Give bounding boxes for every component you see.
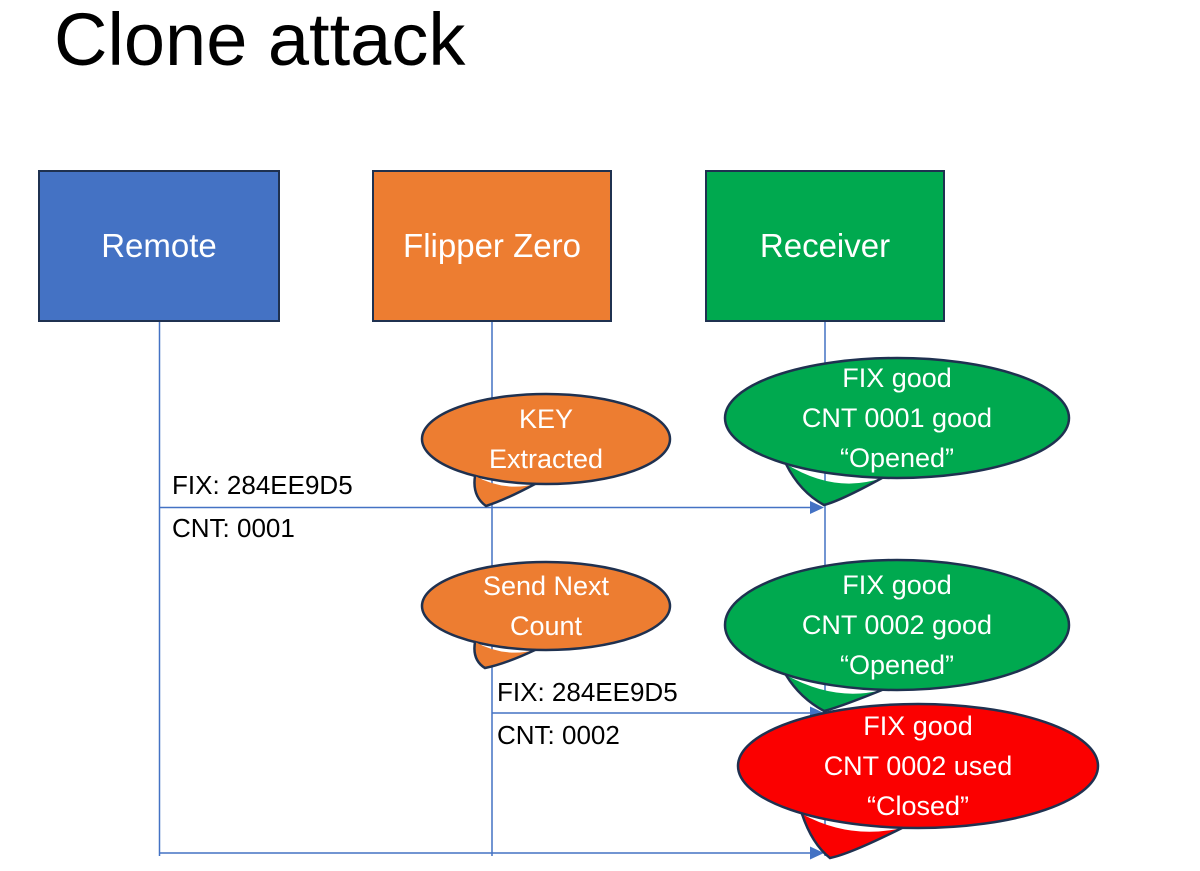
callout-shape-send-next-count xyxy=(420,560,672,670)
callout-bubble xyxy=(723,558,1071,692)
message-2-cnt-label: CNT: 0002 xyxy=(497,720,620,750)
callout-shape-closed xyxy=(736,702,1100,860)
callout-tail-edge xyxy=(473,640,537,670)
callout-tail xyxy=(474,642,535,668)
message-2-fix-label: FIX: 284EE9D5 xyxy=(497,677,678,707)
message-1-fix-label: FIX: 284EE9D5 xyxy=(172,470,353,500)
callout-bubble xyxy=(736,702,1100,830)
callout-tail xyxy=(474,476,535,506)
callout-bubble xyxy=(420,560,672,652)
actor-box-flipper-zero: Flipper Zero xyxy=(372,170,612,322)
callout-bubble xyxy=(420,392,672,486)
callout-shape-opened-1 xyxy=(723,356,1071,507)
actor-box-remote: Remote xyxy=(38,170,280,322)
message-arrow-2 xyxy=(492,706,824,720)
callout-tail xyxy=(786,675,882,711)
callout-tail-edge xyxy=(800,812,904,860)
callout-tail xyxy=(802,814,902,858)
message-1-cnt-label: CNT: 0001 xyxy=(172,513,295,543)
callout-shape-opened-2 xyxy=(723,558,1071,713)
actor-label-flipper-zero: Flipper Zero xyxy=(403,227,581,264)
message-arrow-1-arrowhead-icon xyxy=(810,501,824,514)
actor-label-remote: Remote xyxy=(101,227,217,264)
callout-bubble xyxy=(723,356,1071,480)
message-arrow-1 xyxy=(159,501,824,514)
actor-label-receiver: Receiver xyxy=(759,227,891,264)
message-arrow-3-arrowhead-icon xyxy=(810,846,824,860)
callout-tail-edge xyxy=(473,474,537,508)
callout-tail-edge xyxy=(784,462,884,507)
message-arrow-3 xyxy=(159,846,824,860)
callout-shape-key-extracted xyxy=(420,392,672,508)
slide-title: Clone attack xyxy=(54,0,466,81)
actor-box-receiver: Receiver xyxy=(705,170,945,322)
callout-tail-edge xyxy=(784,673,884,713)
